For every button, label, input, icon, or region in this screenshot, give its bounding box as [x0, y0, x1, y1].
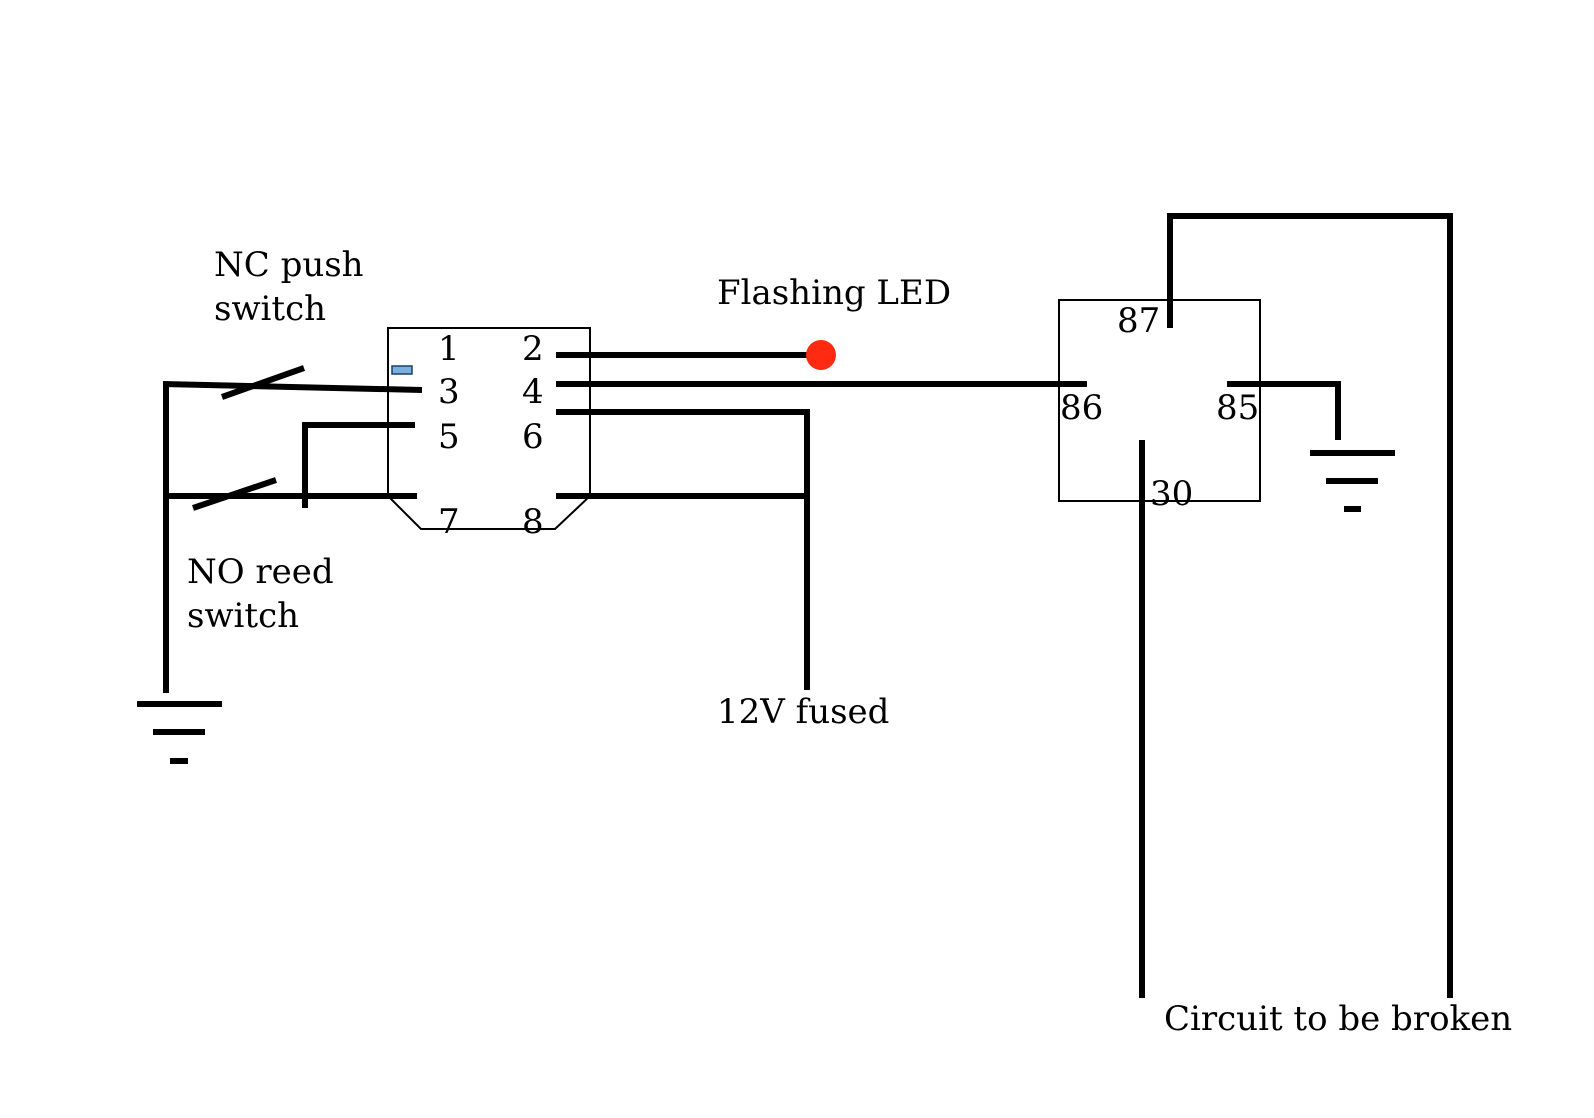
module-pin-1: 1: [438, 329, 460, 369]
circuit-label: Circuit to be broken: [1164, 999, 1512, 1039]
nc-push-switch-label-line2: switch: [214, 289, 326, 329]
relay-pin-86: 86: [1060, 388, 1103, 428]
relay-box: [1058, 299, 1261, 502]
flasher-module-box: [387, 327, 591, 530]
flashing-led: [806, 340, 836, 370]
relay-pin-87: 87: [1117, 301, 1160, 341]
module-pin-8: 8: [522, 502, 544, 542]
no-reed-switch-label-line2: switch: [187, 596, 299, 636]
nc-push-switch-contact: [220, 365, 306, 400]
module-pin-2: 2: [522, 329, 544, 369]
supply-label: 12V fused: [717, 692, 889, 732]
relay85-ground-wire: [1227, 381, 1341, 440]
flashing-led-label: Flashing LED: [717, 273, 951, 313]
module-pin-3: 3: [438, 372, 460, 412]
relay87-circuit-wire: [1167, 213, 1453, 998]
module-pin-7: 7: [438, 502, 460, 542]
module-pin-6: 6: [522, 417, 544, 457]
nc-push-switch-label: NC push: [214, 245, 364, 285]
nc-switch-wire: [162, 381, 423, 393]
module-pin-5: 5: [438, 417, 460, 457]
module-pin-4: 4: [522, 372, 544, 412]
no-reed-switch-contact: [192, 477, 277, 511]
relay-pin-30: 30: [1150, 474, 1193, 514]
no-reed-switch-label: NO reed: [187, 552, 334, 592]
pin1-marker: [391, 365, 413, 375]
relay-pin-85: 85: [1216, 388, 1259, 428]
ground-symbol-right: [1310, 450, 1395, 512]
pin5-link-wire: [302, 422, 415, 508]
pin6-supply-wire: [556, 409, 810, 690]
ground-symbol-left: [137, 701, 222, 764]
